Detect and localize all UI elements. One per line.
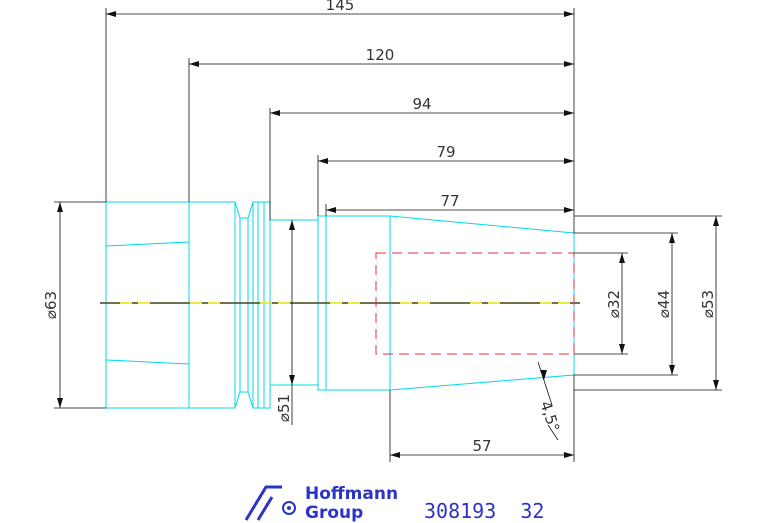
dimension-lines bbox=[54, 8, 722, 462]
dim-dia-51: ⌀51 bbox=[275, 394, 293, 422]
dim-dia-53: ⌀53 bbox=[699, 290, 717, 318]
hoffmann-logo: Hoffmann Group bbox=[244, 484, 398, 523]
part-outline bbox=[105, 201, 575, 409]
dim-79: 79 bbox=[436, 143, 455, 161]
dim-120: 120 bbox=[366, 46, 395, 64]
dim-77: 77 bbox=[440, 192, 459, 210]
dim-94: 94 bbox=[412, 95, 431, 113]
dimension-arrows bbox=[57, 11, 719, 458]
dim-145: 145 bbox=[326, 0, 355, 14]
dim-dia-44: ⌀44 bbox=[655, 290, 673, 318]
dim-57: 57 bbox=[472, 437, 491, 455]
dim-angle: 4,5° bbox=[536, 399, 563, 434]
logo-text-line2: Group bbox=[305, 503, 363, 523]
dim-dia-63: ⌀63 bbox=[42, 291, 60, 319]
logo-text-line1: Hoffmann bbox=[305, 484, 398, 504]
dim-dia-32: ⌀32 bbox=[605, 290, 623, 318]
part-number: 308193 32 bbox=[424, 499, 544, 523]
logo-mark-icon bbox=[244, 485, 296, 521]
hidden-bore bbox=[375, 252, 575, 355]
